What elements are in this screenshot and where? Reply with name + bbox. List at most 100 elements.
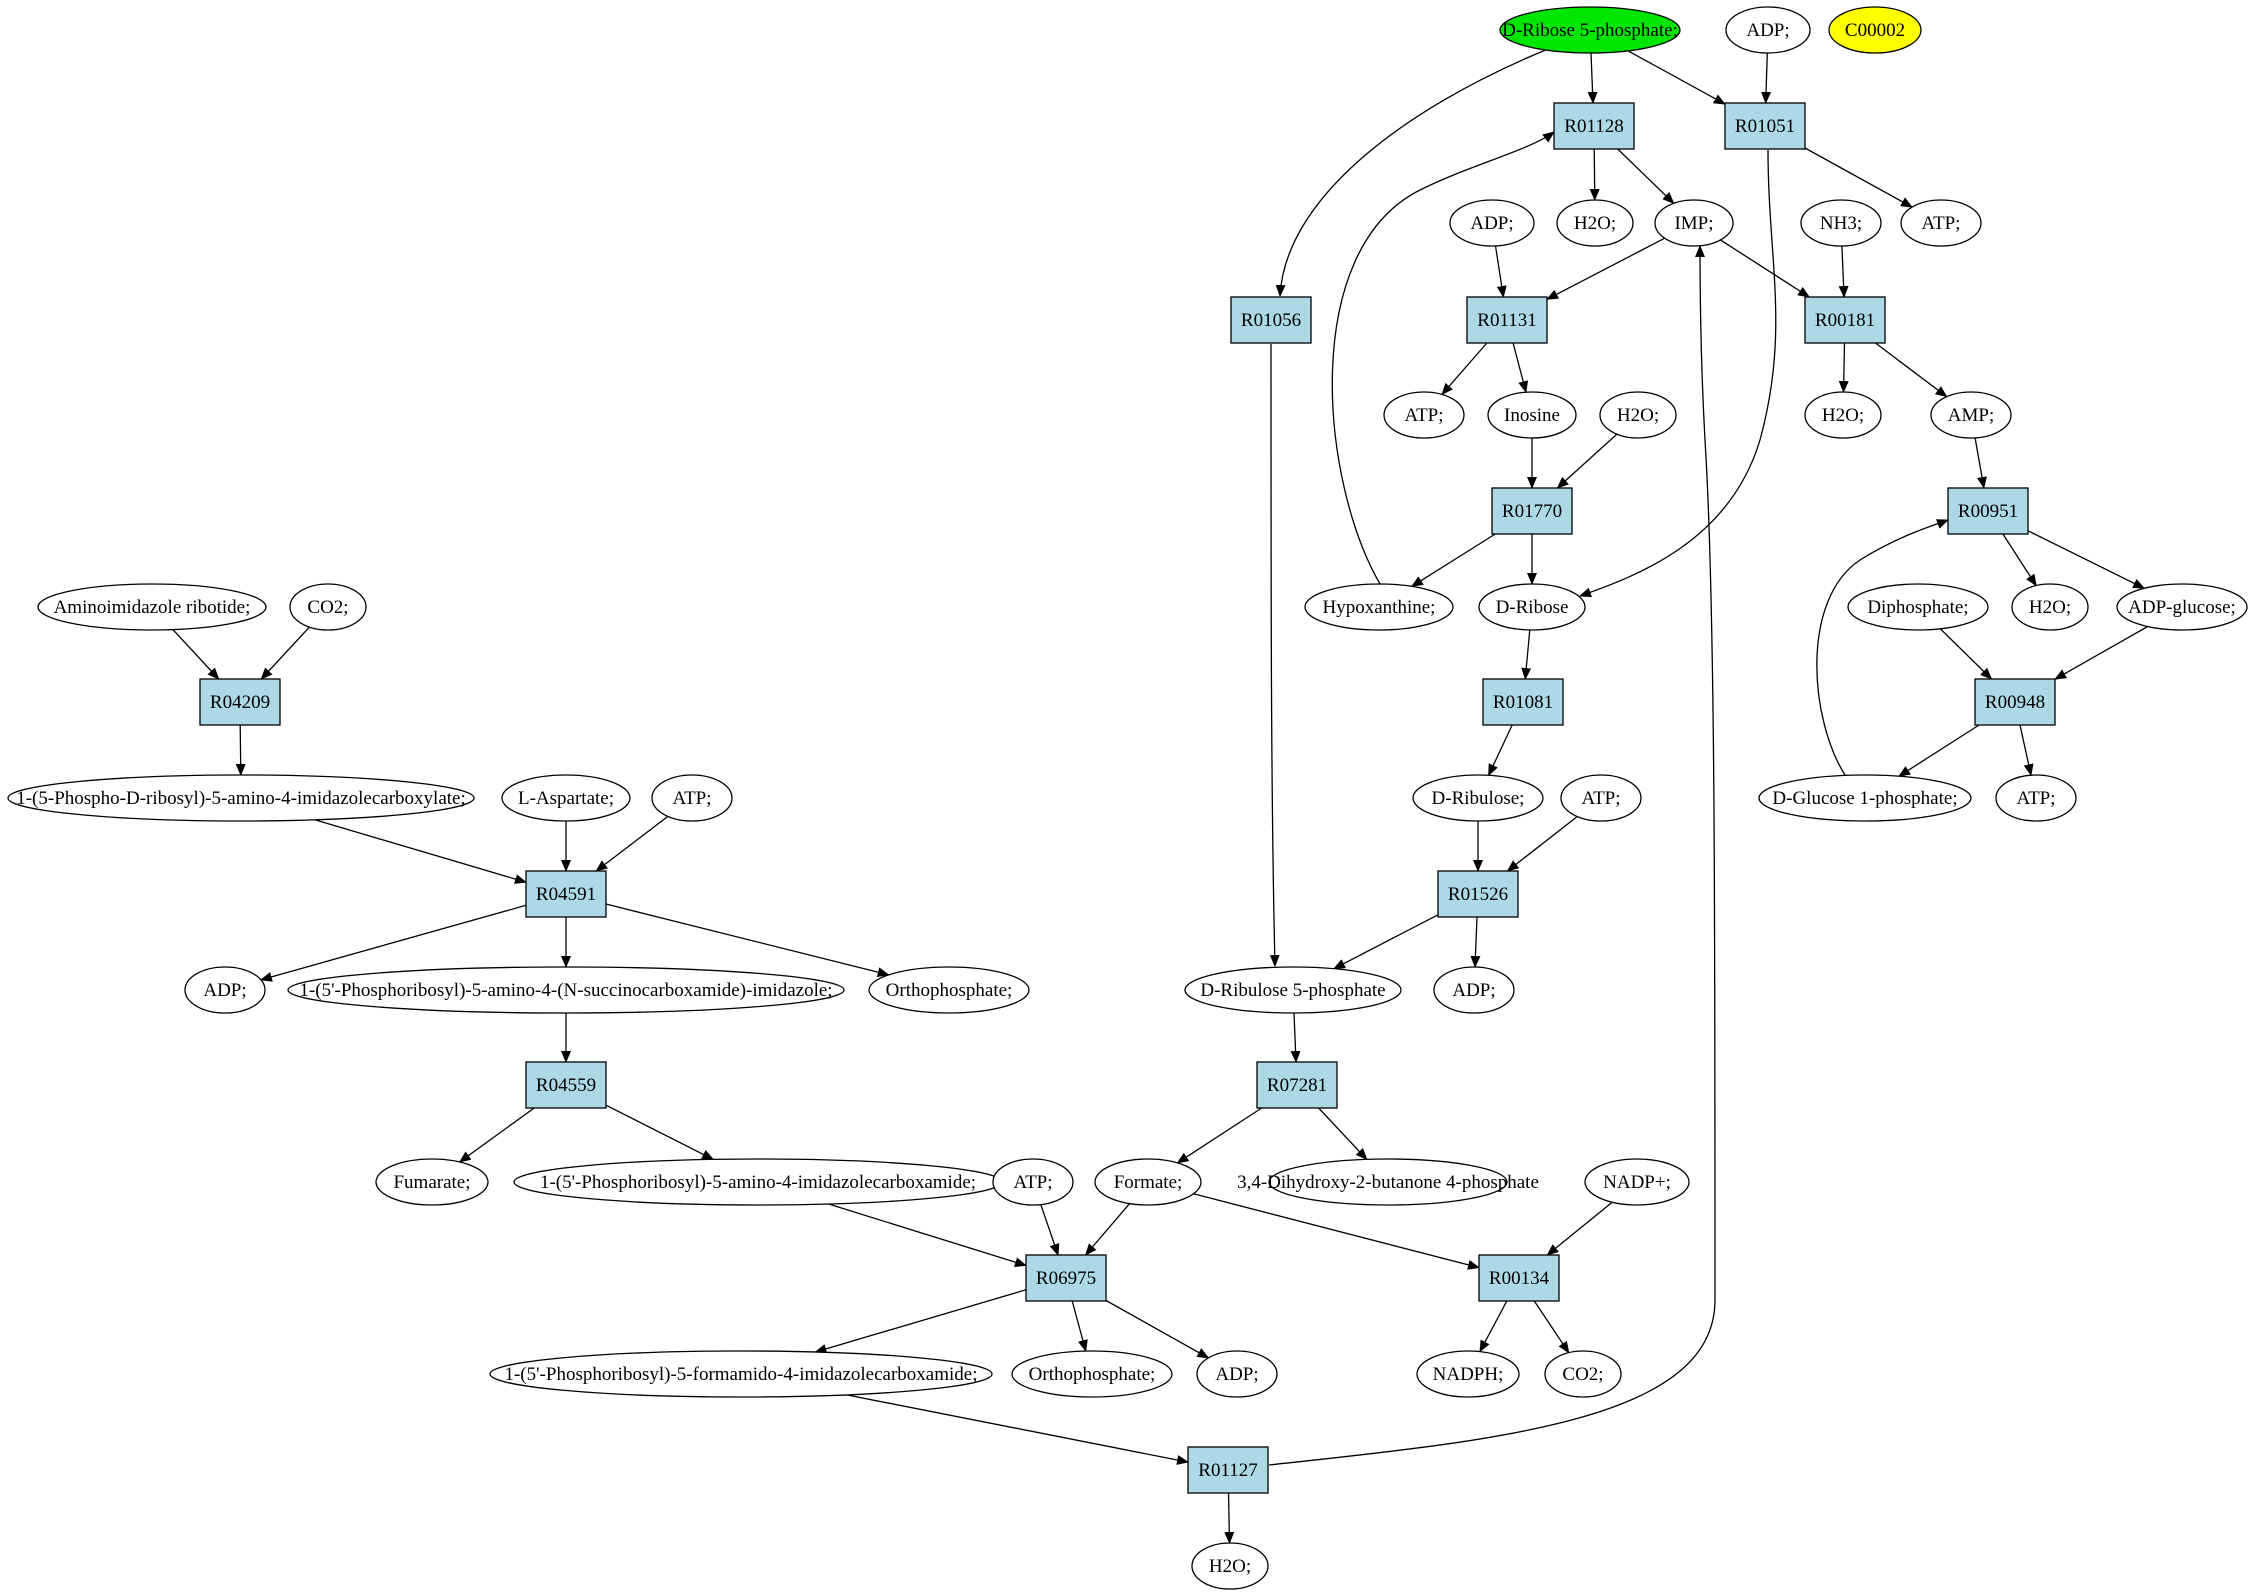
compound-node-nadp[interactable]: NADP+; bbox=[1584, 1158, 1690, 1206]
compound-node-h2o_r01128[interactable]: H2O; bbox=[1556, 199, 1634, 247]
compound-node-inosine[interactable]: Inosine bbox=[1487, 391, 1577, 439]
edge-R04559-to-fumarate bbox=[458, 1107, 535, 1163]
reaction-node-R01051[interactable]: R01051 bbox=[1724, 102, 1806, 150]
compound-node-dribulose5p[interactable]: D-Ribulose 5-phosphate bbox=[1184, 966, 1402, 1014]
compound-node-h2o_r00181[interactable]: H2O; bbox=[1804, 391, 1882, 439]
reaction-node-R04591[interactable]: R04591 bbox=[525, 870, 607, 918]
compound-node-diphosphate[interactable]: Diphosphate; bbox=[1847, 583, 1989, 631]
node-label: R01131 bbox=[1477, 310, 1536, 331]
compound-node-adp_top[interactable]: ADP; bbox=[1725, 6, 1811, 54]
compound-node-h2o_r01770[interactable]: H2O; bbox=[1599, 391, 1677, 439]
edge-R06975-to-adp_r06975 bbox=[1105, 1299, 1210, 1359]
compound-node-dribulose[interactable]: D-Ribulose; bbox=[1412, 774, 1544, 822]
compound-node-formate[interactable]: Formate; bbox=[1094, 1158, 1202, 1206]
node-label: Diphosphate; bbox=[1867, 597, 1968, 618]
reaction-node-R04209[interactable]: R04209 bbox=[199, 678, 281, 726]
reaction-node-R01056[interactable]: R01056 bbox=[1230, 296, 1312, 344]
compound-node-aminoimidazole[interactable]: Aminoimidazole ribotide; bbox=[37, 583, 267, 631]
reaction-node-R04559[interactable]: R04559 bbox=[525, 1061, 607, 1109]
reaction-box bbox=[1437, 870, 1519, 918]
reaction-box bbox=[1256, 1061, 1338, 1109]
reaction-node-R01081[interactable]: R01081 bbox=[1482, 678, 1564, 726]
edge-amp-to-R00951 bbox=[1974, 437, 1987, 489]
reaction-box bbox=[1491, 487, 1573, 535]
edge-R01127-to-h2o_r01127 bbox=[1224, 1492, 1235, 1544]
compound-node-adp_r01526[interactable]: ADP; bbox=[1433, 966, 1515, 1014]
compound-node-ribose5p[interactable]: D-Ribose 5-phosphate; bbox=[1499, 6, 1681, 54]
compound-node-h2o_r00951[interactable]: H2O; bbox=[2011, 583, 2089, 631]
node-label: D-Ribose 5-phosphate; bbox=[1502, 20, 1678, 41]
node-label: R01081 bbox=[1493, 692, 1553, 713]
compound-node-dhbp[interactable]: 3,4-Dihydroxy-2-butanone 4-phosphate bbox=[1237, 1158, 1539, 1206]
compound-node-orthophosphate_r06975[interactable]: Orthophosphate; bbox=[1011, 1350, 1173, 1398]
compound-node-laspartate[interactable]: L-Aspartate; bbox=[501, 774, 631, 822]
compound-node-nadph[interactable]: NADPH; bbox=[1416, 1350, 1520, 1398]
compound-ellipse bbox=[184, 966, 266, 1014]
reaction-node-R01770[interactable]: R01770 bbox=[1491, 487, 1573, 535]
compound-node-atp_r04591[interactable]: ATP; bbox=[651, 774, 733, 822]
edge-R00134-to-nadph bbox=[1479, 1300, 1508, 1353]
reaction-node-R01128[interactable]: R01128 bbox=[1553, 102, 1635, 150]
compound-node-nh3[interactable]: NH3; bbox=[1800, 199, 1882, 247]
node-label: H2O; bbox=[1822, 405, 1864, 426]
node-label: L-Aspartate; bbox=[518, 788, 614, 809]
reaction-node-R01131[interactable]: R01131 bbox=[1466, 296, 1548, 344]
node-label: 1-(5'-Phosphoribosyl)-5-amino-4-imidazol… bbox=[540, 1172, 976, 1193]
compound-node-orthophosphate_r04591[interactable]: Orthophosphate; bbox=[868, 966, 1030, 1014]
compound-node-aicar[interactable]: 1-(5'-Phosphoribosyl)-5-amino-4-imidazol… bbox=[513, 1158, 1003, 1206]
compound-ellipse bbox=[1556, 199, 1634, 247]
edge-imp-to-R01131 bbox=[1546, 237, 1665, 300]
compound-node-dribose[interactable]: D-Ribose bbox=[1478, 583, 1586, 631]
compound-node-atp_r01131[interactable]: ATP; bbox=[1383, 391, 1465, 439]
compound-node-saicar[interactable]: 1-(5'-Phosphoribosyl)-5-amino-4-(N-succi… bbox=[287, 966, 845, 1014]
reaction-node-R00181[interactable]: R00181 bbox=[1804, 296, 1886, 344]
node-label: R00948 bbox=[1985, 692, 2045, 713]
edge-R07281-to-dhbp bbox=[1318, 1107, 1368, 1161]
reaction-node-R06975[interactable]: R06975 bbox=[1025, 1254, 1107, 1302]
edge-hypoxanthine-to-R01128 bbox=[1331, 131, 1555, 585]
reaction-node-R00134[interactable]: R00134 bbox=[1478, 1254, 1560, 1302]
reaction-node-R01127[interactable]: R01127 bbox=[1187, 1446, 1269, 1494]
edge-R04209-to-cair bbox=[235, 724, 246, 776]
node-label: R00134 bbox=[1489, 1268, 1550, 1289]
compound-node-co2_r00134[interactable]: CO2; bbox=[1544, 1350, 1622, 1398]
reaction-node-R01526[interactable]: R01526 bbox=[1437, 870, 1519, 918]
compound-node-imp[interactable]: IMP; bbox=[1654, 199, 1734, 247]
compound-node-hypoxanthine[interactable]: Hypoxanthine; bbox=[1304, 583, 1454, 631]
node-label: D-Ribulose; bbox=[1432, 788, 1525, 809]
compound-ellipse bbox=[1449, 199, 1535, 247]
compound-ellipse bbox=[1011, 1350, 1173, 1398]
node-label: ATP; bbox=[1581, 788, 1620, 809]
compound-node-g1p[interactable]: D-Glucose 1-phosphate; bbox=[1758, 774, 1972, 822]
compound-node-co2_r04209[interactable]: CO2; bbox=[289, 583, 367, 631]
compound-node-atp_r01051[interactable]: ATP; bbox=[1900, 199, 1982, 247]
reaction-node-R00951[interactable]: R00951 bbox=[1947, 487, 2029, 535]
reaction-node-R07281[interactable]: R07281 bbox=[1256, 1061, 1338, 1109]
compound-node-adpglucose[interactable]: ADP-glucose; bbox=[2116, 583, 2248, 631]
compound-node-c00002[interactable]: C00002 bbox=[1828, 6, 1922, 54]
node-label: H2O; bbox=[1574, 213, 1616, 234]
compound-ellipse bbox=[1804, 391, 1882, 439]
compound-node-atp_r00948[interactable]: ATP; bbox=[1995, 774, 2077, 822]
edge-R01526-to-adp_r01526 bbox=[1470, 916, 1481, 968]
compound-ellipse bbox=[1268, 1158, 1508, 1206]
reaction-node-R00948[interactable]: R00948 bbox=[1974, 678, 2056, 726]
compound-node-cair[interactable]: 1-(5-Phospho-D-ribosyl)-5-amino-4-imidaz… bbox=[7, 774, 475, 822]
compound-node-faicar[interactable]: 1-(5'-Phosphoribosyl)-5-formamido-4-imid… bbox=[489, 1350, 993, 1398]
compound-node-adp_r01131[interactable]: ADP; bbox=[1449, 199, 1535, 247]
node-label: ADP; bbox=[1452, 980, 1495, 1001]
compound-node-fumarate[interactable]: Fumarate; bbox=[375, 1158, 489, 1206]
compound-ellipse bbox=[1196, 1350, 1278, 1398]
edge-dribulose5p-to-R07281 bbox=[1290, 1012, 1301, 1063]
compound-node-h2o_r01127[interactable]: H2O; bbox=[1191, 1542, 1269, 1590]
compound-ellipse bbox=[1828, 6, 1922, 54]
compound-node-adp_r04591[interactable]: ADP; bbox=[184, 966, 266, 1014]
compound-node-atp_r06975[interactable]: ATP; bbox=[992, 1158, 1074, 1206]
edge-formate-to-R06975 bbox=[1084, 1203, 1131, 1256]
compound-node-adp_r06975[interactable]: ADP; bbox=[1196, 1350, 1278, 1398]
node-label: R07281 bbox=[1267, 1075, 1327, 1096]
edge-R00181-to-h2o_r00181 bbox=[1838, 342, 1849, 393]
compound-node-amp[interactable]: AMP; bbox=[1930, 391, 2012, 439]
compound-node-atp_r01526[interactable]: ATP; bbox=[1560, 774, 1642, 822]
